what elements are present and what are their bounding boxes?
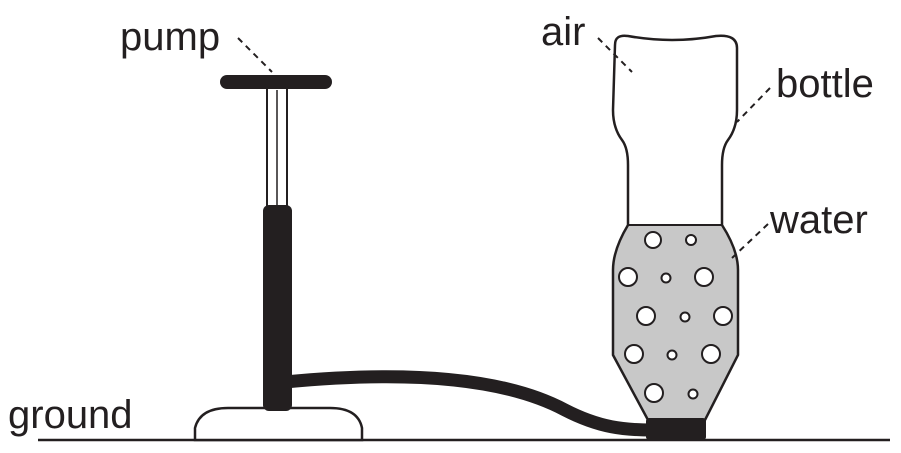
bubble (713, 306, 733, 326)
pump-leader-line (237, 37, 273, 73)
air-leader-line (597, 37, 633, 73)
water-label: water (769, 198, 868, 242)
bottle-contents (613, 225, 738, 420)
bottle-label: bottle (776, 62, 874, 106)
pump-barrel (263, 205, 292, 411)
bottle-outline (611, 34, 740, 422)
bubble (694, 267, 714, 287)
pump-base (193, 406, 364, 442)
pump-handle (220, 75, 332, 89)
water-fill (613, 225, 738, 420)
bubble (618, 267, 638, 287)
bubble (687, 388, 699, 400)
air-label: air (541, 10, 585, 54)
bubble (636, 306, 656, 326)
bubble (685, 234, 697, 246)
pump-hose (284, 370, 653, 437)
bottle-leader-line (736, 87, 771, 123)
water-leader-line (731, 223, 769, 259)
bubble (666, 349, 678, 361)
bubble (644, 231, 662, 249)
bubble (679, 311, 691, 323)
bubble (660, 272, 672, 284)
pump-label: pump (120, 15, 220, 59)
bubble (701, 344, 721, 364)
air-bubbles (618, 231, 733, 403)
ground-label: ground (8, 393, 133, 437)
bubble (624, 344, 644, 364)
bubble (644, 383, 664, 403)
bottle-cap (646, 418, 706, 440)
